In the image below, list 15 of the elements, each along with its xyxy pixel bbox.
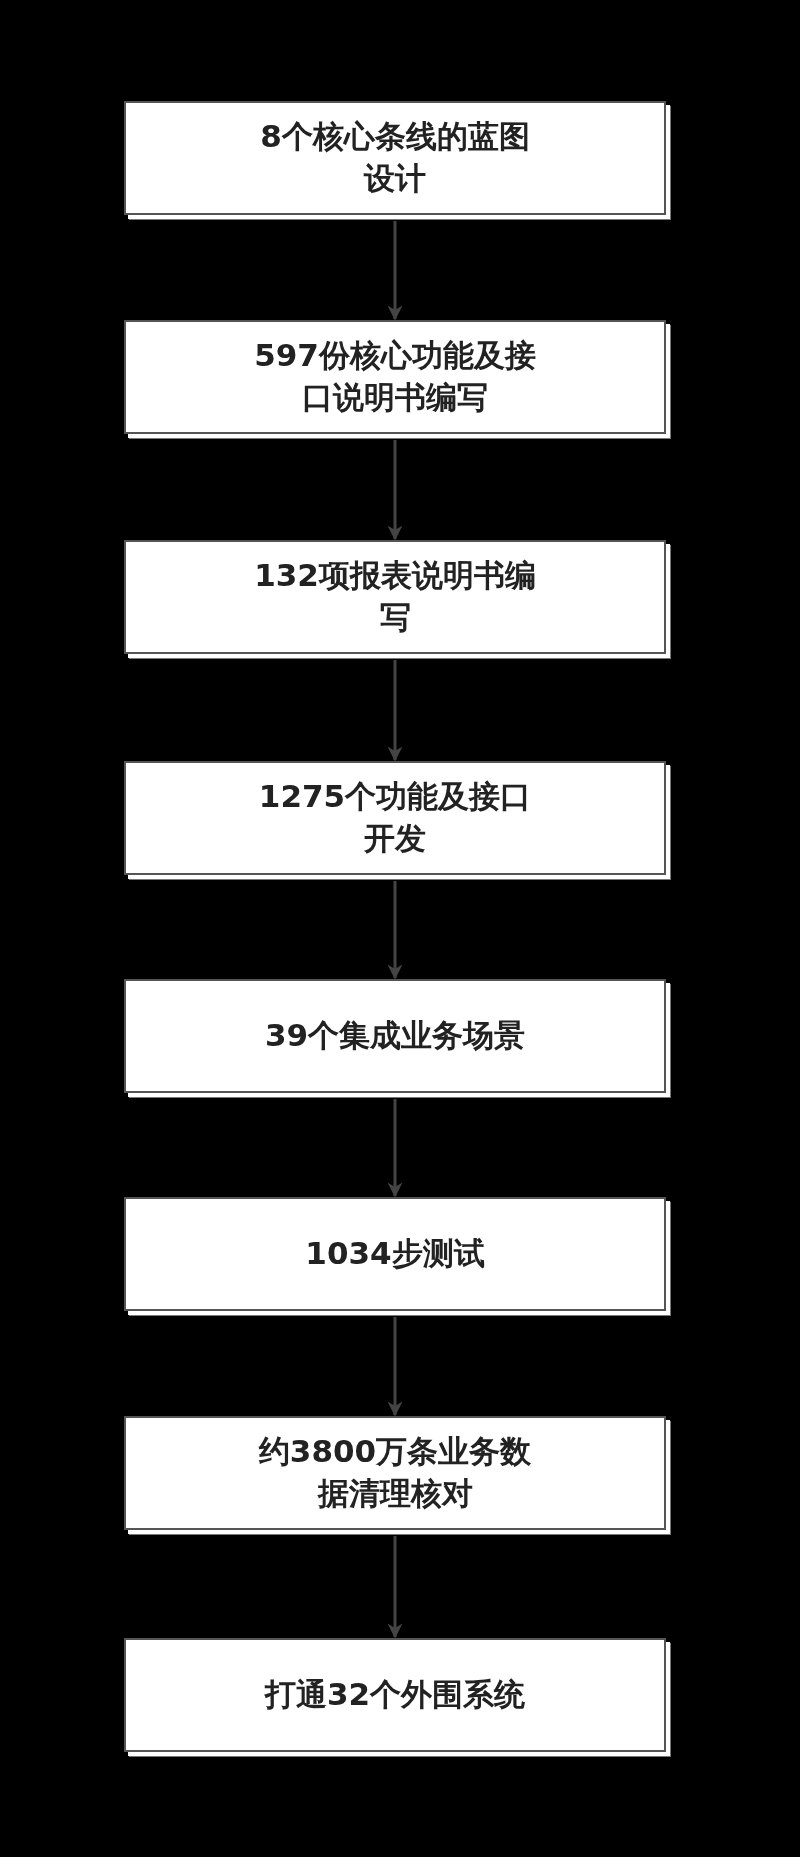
step-text: 1275个功能及接口开发: [257, 777, 533, 858]
step-text: 约3800万条业务数据清理核对: [257, 1432, 533, 1513]
step-text: 打通32个外围系统: [263, 1675, 527, 1715]
arrow: [387, 881, 403, 980]
step-text: 132项报表说明书编写: [253, 556, 537, 637]
arrow: [387, 660, 403, 762]
arrow: [387, 1099, 403, 1198]
step-text: 8个核心条线的蓝图设计: [259, 117, 531, 198]
arrow: [387, 221, 403, 321]
step-text: 39个集成业务场景: [263, 1016, 527, 1056]
step-text: 1034步测试: [304, 1234, 486, 1274]
arrow: [387, 440, 403, 541]
step-text: 597份核心功能及接口说明书编写: [253, 336, 537, 417]
arrow: [387, 1317, 403, 1417]
arrow: [387, 1536, 403, 1639]
